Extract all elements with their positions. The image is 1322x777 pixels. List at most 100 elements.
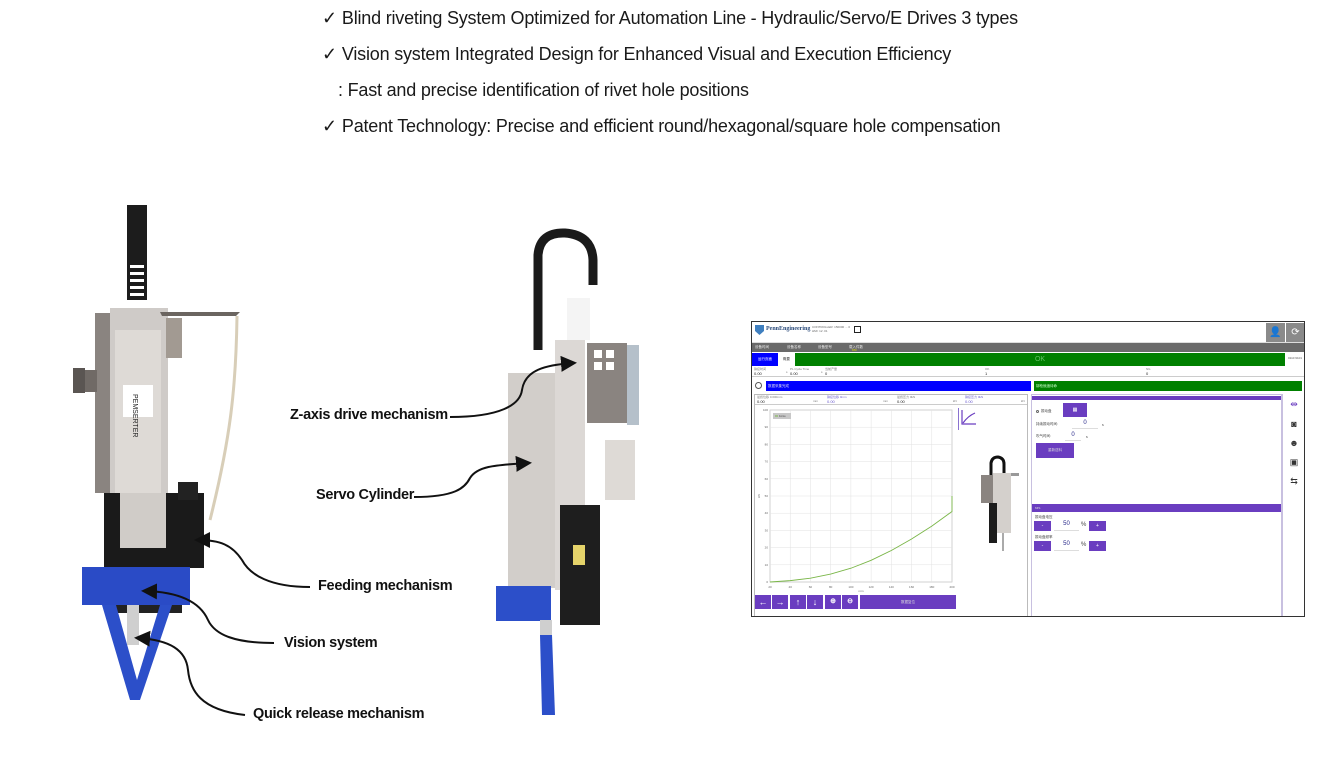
logout-button[interactable]: ⟳ bbox=[1286, 323, 1304, 342]
percent-label: % bbox=[1081, 522, 1087, 528]
info-unit: s bbox=[821, 370, 823, 374]
x-axis-label: mm bbox=[859, 589, 864, 593]
readout-unit: kN bbox=[1021, 399, 1025, 403]
menu-item[interactable]: 设备时间 bbox=[755, 345, 769, 349]
menu-item[interactable]: 载入件数 bbox=[849, 345, 863, 349]
pan-up-button[interactable]: ↑ bbox=[790, 595, 806, 609]
arrow-right-icon: → bbox=[775, 597, 785, 607]
x-tick-label: 80 bbox=[829, 585, 833, 589]
checkmark-icon: ✓ bbox=[322, 8, 337, 28]
user-switch-button[interactable]: 👤 bbox=[1266, 323, 1285, 342]
tab-overview[interactable]: 概要 bbox=[778, 353, 795, 366]
y-tick-label: 20 bbox=[765, 546, 769, 550]
x-tick-label: 180 bbox=[929, 585, 934, 589]
voltage-minus-button[interactable]: - bbox=[1034, 521, 1051, 531]
continuous-time-label: 持续振动时间: bbox=[1036, 422, 1058, 426]
frequency-label: 振动盘频率 bbox=[1035, 535, 1053, 539]
readout-unit: kN bbox=[953, 399, 957, 403]
leader-quick-release bbox=[134, 630, 246, 716]
readout-unit: mm bbox=[883, 399, 888, 403]
zoom-out-button[interactable]: ⊖ bbox=[842, 595, 858, 609]
x-tick-label: 140 bbox=[889, 585, 894, 589]
checkmark-icon: ✓ bbox=[322, 44, 337, 64]
menu-item[interactable]: 设备型号 bbox=[818, 345, 832, 349]
feature-item: ✓Vision system Integrated Design for Enh… bbox=[322, 44, 952, 64]
voltage-input[interactable]: 50 bbox=[1054, 521, 1079, 531]
x-tick-label: 40 bbox=[789, 585, 793, 589]
voltage-plus-button[interactable]: + bbox=[1089, 521, 1106, 531]
y-tick-label: 0 bbox=[766, 580, 768, 584]
blow-time-label: 吹气时间: bbox=[1036, 434, 1051, 438]
vibrator-label: 振动盘 bbox=[1041, 409, 1052, 413]
zoom-in-button[interactable]: ⊕ bbox=[825, 595, 841, 609]
unit-s: s bbox=[1086, 435, 1088, 439]
version-label: 0110 9101 bbox=[1288, 356, 1302, 360]
frequency-minus-button[interactable]: - bbox=[1034, 541, 1051, 551]
leader-servo bbox=[413, 455, 532, 498]
x-tick-label: 60 bbox=[809, 585, 813, 589]
callout-quick-release: Quick release mechanism bbox=[253, 706, 425, 722]
feature-subitem: : Fast and precise identification of riv… bbox=[338, 80, 749, 100]
continuous-time-input[interactable]: 0 bbox=[1072, 420, 1098, 429]
divider bbox=[958, 408, 959, 430]
arrow-up-icon: ↑ bbox=[795, 597, 801, 607]
leader-z-axis bbox=[449, 355, 577, 418]
status-ok-bar: OK bbox=[795, 353, 1285, 366]
frequency-plus-button[interactable]: + bbox=[1089, 541, 1106, 551]
settings-pane: 振动盘 ▦ 持续振动时间: 0 s 吹气时间: 0 s 重新送料 MIS 振动盘… bbox=[1031, 394, 1282, 616]
arrow-left-icon: ← bbox=[758, 597, 768, 607]
data-reset-button[interactable]: 数据复位 bbox=[860, 595, 956, 609]
pan-left-button[interactable]: ← bbox=[755, 595, 771, 609]
menu-item[interactable]: 设备名称 bbox=[787, 345, 801, 349]
y-tick-label: 100 bbox=[763, 408, 768, 412]
legend-entry: Force bbox=[779, 414, 786, 418]
vibrator-toggle-button[interactable]: ▦ bbox=[1063, 403, 1087, 417]
tab-run[interactable]: 运行页面 bbox=[752, 353, 778, 366]
unit-s: s bbox=[1102, 423, 1104, 427]
window-restore-icon[interactable] bbox=[854, 326, 861, 333]
ruler-icon[interactable]: ⇹ bbox=[1290, 399, 1298, 409]
brand-name: PennEngineering bbox=[766, 326, 811, 332]
refeed-button[interactable]: 重新送料 bbox=[1036, 443, 1074, 458]
pan-right-button[interactable]: → bbox=[772, 595, 788, 609]
zoom-in-icon: ⊕ bbox=[830, 598, 836, 605]
frequency-input[interactable]: 50 bbox=[1054, 541, 1079, 551]
callout-z-axis: Z-axis drive mechanism bbox=[290, 407, 448, 423]
y-tick-label: 60 bbox=[765, 477, 769, 481]
x-tick-label: 20 bbox=[768, 585, 772, 589]
face-icon[interactable]: ☻ bbox=[1289, 438, 1299, 448]
hmi-topbar: PennEngineering CONTROLLER: 150000 ... 0… bbox=[752, 322, 1304, 343]
camera-icon[interactable]: ◙ bbox=[1291, 419, 1297, 429]
y-axis-label: kN bbox=[757, 494, 761, 498]
shield-logo-icon bbox=[755, 325, 764, 335]
pan-down-button[interactable]: ↓ bbox=[807, 595, 823, 609]
vibrator-radio[interactable] bbox=[1036, 410, 1039, 413]
y-tick-label: 40 bbox=[765, 511, 769, 515]
callout-feeding: Feeding mechanism bbox=[318, 578, 453, 594]
y-tick-label: 70 bbox=[765, 460, 769, 464]
arrow-down-icon: ↓ bbox=[812, 597, 818, 607]
collection-status: 数据采集完成 bbox=[766, 381, 1031, 391]
callout-vision: Vision system bbox=[284, 635, 378, 651]
x-tick-label: 120 bbox=[869, 585, 874, 589]
y-tick-label: 10 bbox=[765, 563, 769, 567]
hmi-menubar: 设备时间 设备名称 设备型号 载入件数 KM bbox=[752, 343, 1304, 352]
swap-icon[interactable]: ⇆ bbox=[1290, 476, 1298, 486]
curve-chart-icon[interactable] bbox=[960, 408, 978, 426]
hmi-tabrow: 运行页面 概要 OK 0110 9101 bbox=[752, 353, 1304, 366]
x-tick-label: 160 bbox=[909, 585, 914, 589]
touch-screen-icon[interactable]: ▣ bbox=[1289, 457, 1299, 467]
x-tick-label: 100 bbox=[848, 585, 853, 589]
blow-time-input[interactable]: 0 bbox=[1065, 432, 1081, 441]
checkmark-icon: ✓ bbox=[322, 116, 337, 136]
hmi-sidebar: ⇹ ◙ ☻ ▣ ⇆ bbox=[1282, 394, 1304, 616]
zoom-out-icon: ⊖ bbox=[847, 598, 853, 605]
